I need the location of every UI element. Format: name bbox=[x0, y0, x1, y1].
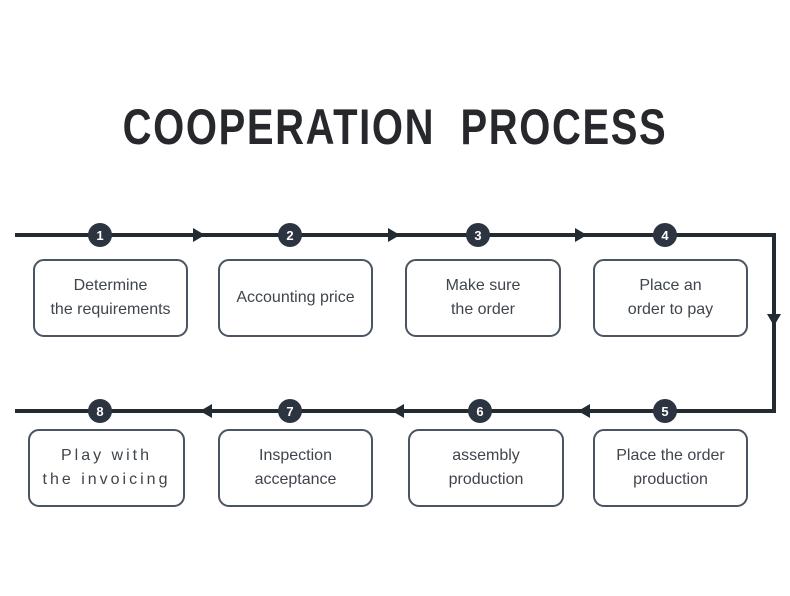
page-title: COOPERATION PROCESS bbox=[122, 99, 668, 155]
arrow-down-icon bbox=[767, 314, 781, 326]
step-label-line: order to pay bbox=[627, 301, 714, 318]
arrow-right-icon bbox=[388, 228, 400, 242]
step-badge-3: 3 bbox=[466, 223, 490, 247]
step-label-line: production bbox=[633, 471, 708, 488]
step-label-line: Inspection bbox=[259, 447, 332, 464]
arrow-left-icon bbox=[392, 404, 404, 418]
step-badge-5: 5 bbox=[653, 399, 677, 423]
step-label-line: acceptance bbox=[254, 471, 337, 488]
step-label-line: Place an bbox=[639, 277, 702, 294]
step-badge-6: 6 bbox=[468, 399, 492, 423]
step-label-line: production bbox=[448, 471, 524, 488]
step-badge-4: 4 bbox=[653, 223, 677, 247]
arrow-right-icon bbox=[575, 228, 587, 242]
step-box-make-sure-order: Make sure the order bbox=[405, 259, 561, 337]
step-badge-8: 8 bbox=[88, 399, 112, 423]
step-badge-7: 7 bbox=[278, 399, 302, 423]
step-label-line: the order bbox=[450, 301, 516, 318]
step-label-line: the invoicing bbox=[42, 471, 171, 488]
step-box-play-with-invoicing: Play with the invoicing bbox=[28, 429, 185, 507]
step-label-line: Make sure bbox=[445, 277, 521, 294]
step-label-line: Play with bbox=[60, 447, 153, 464]
step-label-line: Accounting price bbox=[236, 289, 355, 306]
step-box-determine-requirements: Determine the requirements bbox=[33, 259, 188, 337]
step-label-line: Determine bbox=[73, 277, 148, 294]
arrow-left-icon bbox=[578, 404, 590, 418]
step-label-line: Place the order bbox=[616, 447, 725, 464]
step-badge-2: 2 bbox=[278, 223, 302, 247]
step-badge-1: 1 bbox=[88, 223, 112, 247]
step-box-accounting-price: Accounting price bbox=[218, 259, 373, 337]
step-box-place-order-production: Place the order production bbox=[593, 429, 748, 507]
step-box-place-order-to-pay: Place an order to pay bbox=[593, 259, 748, 337]
arrow-right-icon bbox=[193, 228, 205, 242]
step-box-inspection-acceptance: Inspection acceptance bbox=[218, 429, 373, 507]
step-label-line: the requirements bbox=[50, 301, 171, 318]
step-box-assembly-production: assembly production bbox=[408, 429, 564, 507]
step-label-line: assembly bbox=[452, 447, 520, 464]
arrow-left-icon bbox=[200, 404, 212, 418]
